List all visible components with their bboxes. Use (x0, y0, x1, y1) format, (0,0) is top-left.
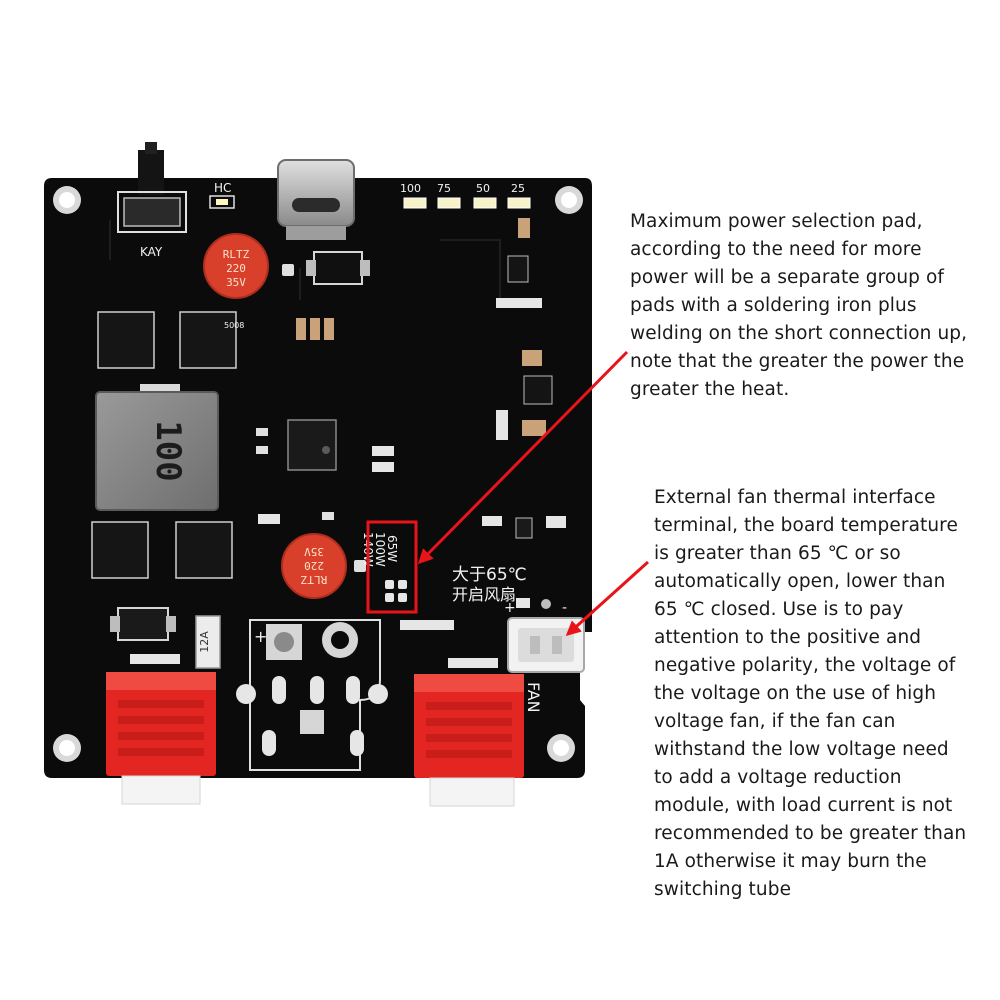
fan-label: FAN (524, 682, 543, 713)
mosfet-1 (97, 311, 155, 369)
solder-pad (282, 264, 294, 276)
fan-temp-label: 大于65℃ (452, 565, 527, 585)
power-led-row: 100 75 50 25 (400, 182, 531, 209)
red-connector-right (414, 674, 524, 807)
callout-line: power will be a separate group of (630, 267, 945, 288)
capacitor-mid: RLTZ 220 35V (281, 533, 347, 599)
solder-pad (354, 560, 366, 572)
power-pad-65w: 65W (385, 535, 399, 562)
callout-line: attention to the positive and (654, 627, 922, 648)
power-terminal-block: + - (236, 619, 388, 771)
callout-line: withstand the low voltage need (654, 739, 949, 760)
callout-power-pad: Maximum power selection pad, according t… (630, 208, 967, 404)
callout-line: is greater than 65 ℃ or so (654, 543, 901, 564)
callout-line: greater the heat. (630, 379, 790, 400)
callout-line: pads with a soldering iron plus (630, 295, 917, 316)
arrow-power-pad (417, 350, 629, 565)
cap-mid-value: 220 (304, 559, 324, 572)
fan-open-label: 开启风扇 (452, 585, 516, 604)
led-label-100: 100 (400, 182, 421, 195)
usb-c-port (277, 159, 355, 240)
power-selection-pads: 65W 100W 140W (361, 520, 418, 614)
inductor: 100 (95, 384, 219, 511)
callout-line: automatically open, lower than (654, 571, 946, 592)
cap-top-value: 220 (226, 262, 246, 275)
power-pad-100w: 100W (373, 532, 387, 567)
callout-line: Maximum power selection pad, (630, 211, 923, 232)
mosfet-4 (175, 521, 233, 579)
fan-minus-sign: - (562, 600, 567, 616)
hc-label: HC (214, 181, 231, 195)
red-connector-left (106, 672, 216, 805)
mounting-hole (555, 186, 583, 214)
led-label-75: 75 (437, 182, 451, 195)
key-switch: KAY (117, 142, 187, 259)
cap-mid-voltage: 35V (304, 545, 324, 558)
callout-line: according to the need for more (630, 239, 922, 260)
resistor-code: 5008 (224, 321, 244, 330)
callout-line: 1A otherwise it may burn the (654, 851, 927, 872)
terminal-plus-sign: + (254, 627, 267, 646)
key-label: KAY (140, 245, 163, 259)
mosfet-3 (91, 521, 149, 579)
callout-line: note that the greater the power the (630, 351, 965, 372)
led-label-50: 50 (476, 182, 490, 195)
callout-line: terminal, the board temperature (654, 515, 958, 536)
fan-plus-sign: + (504, 600, 516, 616)
fan-connector: FAN (507, 617, 585, 713)
led-label-25: 25 (511, 182, 525, 195)
mosfet-2 (179, 311, 237, 369)
fuse-label: 12A (198, 631, 211, 653)
cap-top-brand: RLTZ (223, 248, 250, 261)
cap-top-voltage: 35V (226, 276, 246, 289)
solder-pad (541, 599, 551, 609)
callout-line: to add a voltage reduction (654, 767, 902, 788)
callout-line: switching tube (654, 879, 792, 900)
smd-components (130, 218, 566, 668)
power-pad-highlight-box (366, 520, 418, 614)
mounting-hole (53, 734, 81, 762)
diode-bottom (110, 607, 176, 641)
mounting-hole (53, 186, 81, 214)
arrow-fan-connector (565, 560, 650, 637)
fuse: 12A (195, 615, 221, 669)
callout-fan-interface: External fan thermal interface terminal,… (654, 484, 966, 904)
callout-line: voltage fan, if the fan can (654, 711, 896, 732)
controller-ic (287, 419, 337, 471)
diode-top (306, 251, 370, 285)
inductor-code: 100 (148, 420, 188, 481)
callout-line: module, with load current is not (654, 795, 953, 816)
capacitor-top: RLTZ 220 35V (203, 233, 269, 299)
callout-line: 65 ℃ closed. Use is to pay (654, 599, 904, 620)
smd-component (516, 598, 530, 608)
callout-line: External fan thermal interface (654, 487, 936, 508)
hc-led (209, 195, 235, 209)
callout-line: the voltage on the use of high (654, 683, 937, 704)
mounting-hole (547, 734, 575, 762)
cap-mid-brand: RLTZ (300, 573, 327, 586)
callout-line: negative polarity, the voltage of (654, 655, 956, 676)
callout-line: recommended to be greater than (654, 823, 967, 844)
callout-line: welding on the short connection up, (630, 323, 968, 344)
